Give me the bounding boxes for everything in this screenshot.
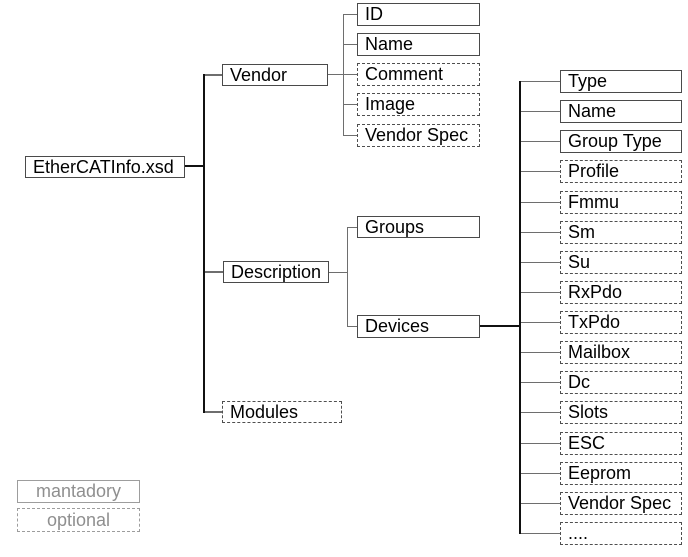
connector-ellipsis (521, 533, 560, 534)
node-modules: Modules (222, 401, 342, 423)
trunk-description-children (347, 227, 348, 327)
connector-root (185, 165, 205, 167)
node-profile: Profile (560, 160, 682, 183)
node-esc: ESC (560, 432, 682, 455)
node-slots: Slots (560, 401, 682, 424)
node-su: Su (560, 251, 682, 274)
node-device-vendor-spec: Vendor Spec (560, 492, 682, 515)
trunk-vendor-children (343, 14, 344, 136)
connector-modules (205, 411, 222, 413)
connector-groups (348, 227, 357, 228)
node-vendor-name: Name (357, 33, 480, 56)
connector-description-out (329, 272, 348, 273)
node-id: ID (357, 3, 480, 26)
node-sm: Sm (560, 221, 682, 244)
connector-devices (348, 326, 357, 327)
connector-fmmu (521, 202, 560, 203)
connector-vendor-spec (344, 135, 357, 136)
connector-vendor-out (328, 74, 357, 75)
connector-name (344, 44, 357, 45)
connector-id (344, 14, 357, 15)
connector-device-name (521, 111, 560, 112)
node-vendor: Vendor (222, 64, 328, 86)
connector-device-vendor-spec (521, 503, 560, 504)
trunk-device-children (519, 81, 521, 534)
connector-image (344, 104, 357, 105)
node-eeprom: Eeprom (560, 462, 682, 485)
node-rxpdo: RxPdo (560, 281, 682, 304)
node-device-name: Name (560, 100, 682, 123)
node-description: Description (223, 261, 329, 283)
node-txpdo: TxPdo (560, 311, 682, 334)
node-type: Type (560, 70, 682, 93)
node-ethercatinfo-xsd: EtherCATInfo.xsd (25, 156, 185, 178)
connector-slots (521, 412, 560, 413)
node-fmmu: Fmmu (560, 191, 682, 214)
node-mailbox: Mailbox (560, 341, 682, 364)
node-group-type: Group Type (560, 130, 682, 153)
legend-optional: optional (17, 508, 140, 532)
connector-devices-out (480, 325, 520, 327)
connector-group-type (521, 141, 560, 142)
connector-eeprom (521, 473, 560, 474)
connector-txpdo (521, 322, 560, 323)
connector-dc (521, 382, 560, 383)
node-dc: Dc (560, 371, 682, 394)
connector-esc (521, 443, 560, 444)
connector-su (521, 262, 560, 263)
node-comment: Comment (357, 63, 480, 86)
connector-type (521, 81, 560, 82)
connector-description (205, 271, 223, 273)
node-devices: Devices (357, 315, 480, 338)
connector-profile (521, 171, 560, 172)
node-groups: Groups (357, 216, 480, 238)
connector-sm (521, 232, 560, 233)
trunk-level1 (203, 74, 205, 413)
legend-mandatory: mantadory (17, 480, 140, 503)
node-ellipsis: .... (560, 522, 682, 545)
node-vendor-spec: Vendor Spec (357, 124, 480, 147)
connector-vendor (205, 74, 222, 76)
connector-mailbox (521, 352, 560, 353)
connector-rxpdo (521, 292, 560, 293)
node-image: Image (357, 93, 480, 116)
